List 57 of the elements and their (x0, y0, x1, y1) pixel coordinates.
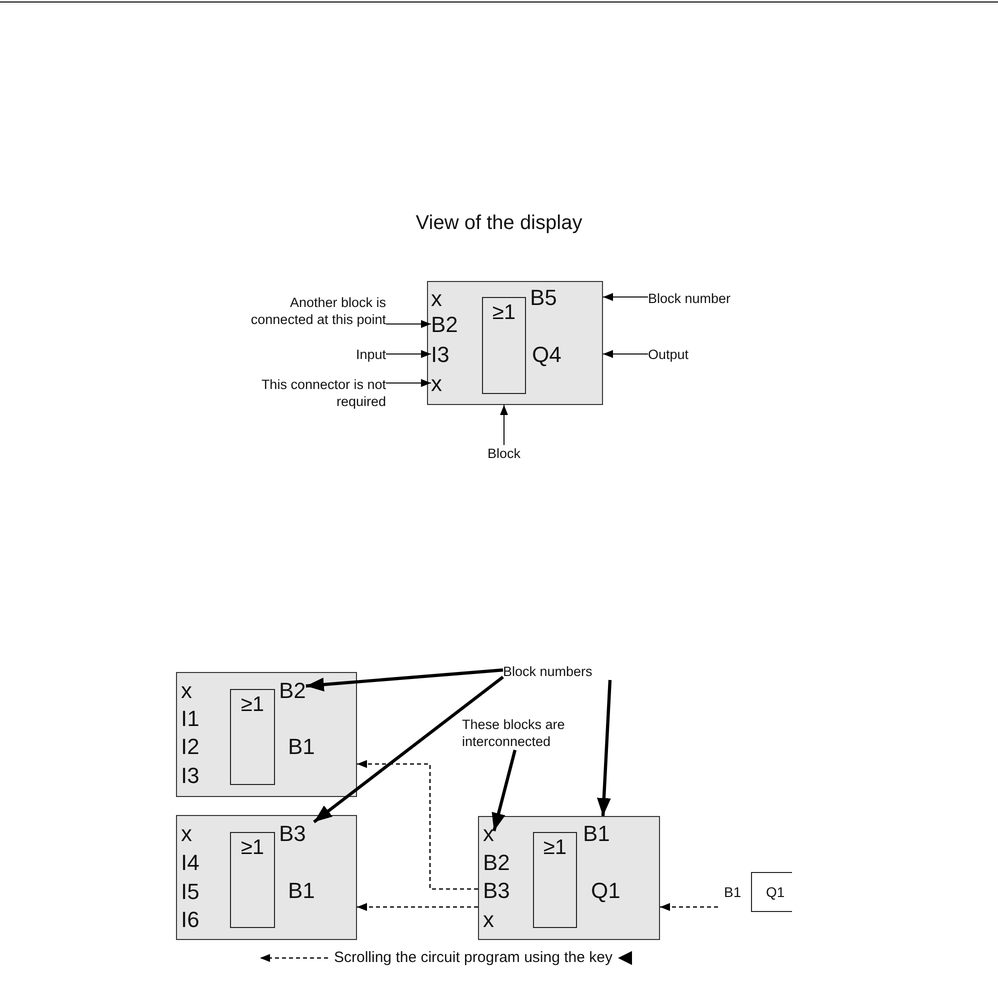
arrow (313, 676, 504, 824)
connector-label: I2 (181, 735, 200, 759)
display-panel (176, 815, 357, 940)
annotation-text: Another block is connected at this point (236, 294, 386, 328)
annotation-text: Block number (648, 290, 778, 307)
connector-label: Q1 (591, 879, 620, 903)
connector-label: B2 (431, 313, 458, 337)
connector-label: x (181, 679, 192, 703)
annotation-text: Output (648, 346, 708, 363)
annotation-text: This connector is not required (216, 376, 386, 410)
or-gate-box: ≥1 (230, 832, 275, 928)
connector-label: x (483, 908, 494, 932)
block-reference: B1 (724, 884, 742, 900)
arrow (500, 404, 508, 446)
connector-label: B1 (288, 879, 315, 903)
partial-block-box: Q1 (751, 872, 792, 912)
arrow (602, 293, 648, 301)
diagram-title: View of the display (414, 212, 584, 235)
arrow (386, 350, 432, 358)
annotation-text: Block numbers (503, 663, 633, 680)
arrow (306, 668, 504, 692)
connector-label: B2 (483, 851, 510, 875)
arrow (492, 750, 517, 832)
arrow (357, 760, 478, 890)
connector-label: I3 (181, 764, 200, 788)
arrow (660, 903, 718, 911)
connector-label: x (181, 822, 192, 846)
connector-label: I5 (181, 880, 200, 904)
or-gate-box: ≥1 (533, 832, 577, 928)
annotation-text: Block (474, 445, 534, 462)
display-panel (478, 816, 660, 940)
connector-label: B3 (483, 879, 510, 903)
annotation-text: These blocks are interconnected (462, 716, 587, 750)
connector-label: x (431, 372, 442, 396)
connector-label: B2 (279, 679, 306, 703)
connector-label: I3 (431, 343, 450, 367)
connector-label: B5 (530, 286, 557, 310)
arrow (596, 680, 612, 816)
display-panel (427, 281, 603, 405)
connector-label: B3 (279, 822, 306, 846)
connector-label: B1 (583, 822, 610, 846)
connector-label: Q4 (532, 343, 562, 367)
or-gate-box: ≥1 (230, 689, 275, 785)
connector-label: I4 (181, 851, 200, 875)
connector-label: I1 (181, 707, 200, 731)
arrow (386, 379, 432, 387)
arrow (386, 320, 432, 328)
or-gate-box: ≥1 (482, 297, 526, 394)
arrow (602, 350, 648, 358)
display-panel (176, 672, 357, 797)
legend-text: Scrolling the circuit program using the key (334, 949, 612, 966)
connector-label: x (483, 822, 494, 846)
connector-label: B1 (288, 735, 315, 759)
annotation-text: Input (330, 346, 386, 363)
connector-label: x (431, 287, 442, 311)
arrow (357, 903, 478, 911)
connector-label: I6 (181, 908, 200, 932)
